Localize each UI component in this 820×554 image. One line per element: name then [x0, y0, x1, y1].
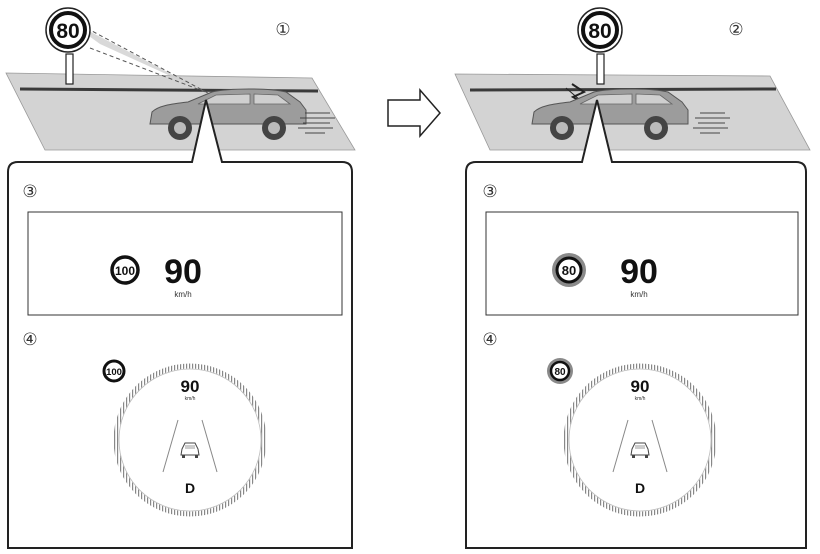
cluster-sign-value: 100	[106, 367, 122, 378]
car-icon	[531, 88, 689, 140]
motion-lines	[693, 112, 730, 134]
hud-speed: 90	[164, 253, 202, 291]
road-scene-2: 80 ②	[454, 7, 811, 151]
motion-lines	[298, 112, 335, 134]
road-sign-2: 80	[577, 7, 623, 53]
sign-post	[65, 53, 74, 85]
instrument-cluster: 90 km/h D	[113, 363, 267, 517]
cluster-speed-sign: 80	[547, 358, 573, 384]
hud-speed-sign: 100	[110, 255, 140, 285]
detection-tick	[565, 87, 581, 101]
camera-view-cone	[64, 18, 208, 93]
cluster-unit: km/h	[185, 396, 196, 402]
lane-guide-left	[162, 419, 179, 473]
hud-sign-value: 100	[115, 264, 135, 278]
cluster-sign-value: 80	[554, 367, 566, 378]
step-marker-1: ①	[275, 20, 290, 40]
vehicle-icon	[180, 442, 200, 458]
gear-indicator: D	[635, 480, 645, 496]
hud-speed: 90	[620, 253, 658, 291]
cluster-unit: km/h	[635, 396, 646, 402]
hud-speed-sign: 80	[552, 253, 586, 287]
cluster-speed: 90	[631, 377, 650, 396]
cluster-marker: ④	[482, 330, 497, 350]
step-marker-2: ②	[728, 20, 743, 40]
display-frame	[7, 99, 353, 549]
hud-sign-value: 80	[562, 263, 576, 278]
hud-marker: ③	[482, 182, 497, 202]
road-scene-1: 80 ①	[5, 7, 356, 151]
transition-arrow-icon	[387, 87, 441, 139]
road-sign-value: 80	[56, 20, 79, 43]
sign-post	[596, 53, 605, 85]
hud-marker: ③	[22, 182, 37, 202]
vehicle-icon	[630, 442, 650, 458]
hud-unit: km/h	[174, 290, 191, 299]
head-up-display: 100 90 km/h	[27, 211, 343, 316]
road-sign-1: 80	[45, 7, 91, 53]
cluster-speed: 90	[181, 377, 200, 396]
gear-indicator: D	[185, 480, 195, 496]
head-up-display: 80 90 km/h	[485, 211, 799, 316]
lane-guide-right	[651, 419, 668, 473]
instrument-cluster: 90 km/h D	[563, 363, 717, 517]
hud-unit: km/h	[630, 290, 647, 299]
road-sign-value: 80	[588, 20, 611, 43]
cluster-marker: ④	[22, 330, 37, 350]
car-icon	[149, 88, 307, 140]
camera-ray	[89, 47, 209, 94]
panel-2: 80 ② ③	[454, 7, 811, 549]
cluster-speed-sign: 100	[102, 359, 126, 383]
panel-1: 80 ① ③	[5, 7, 356, 549]
lane-guide-left	[612, 419, 629, 473]
lane-guide-right	[201, 419, 218, 473]
